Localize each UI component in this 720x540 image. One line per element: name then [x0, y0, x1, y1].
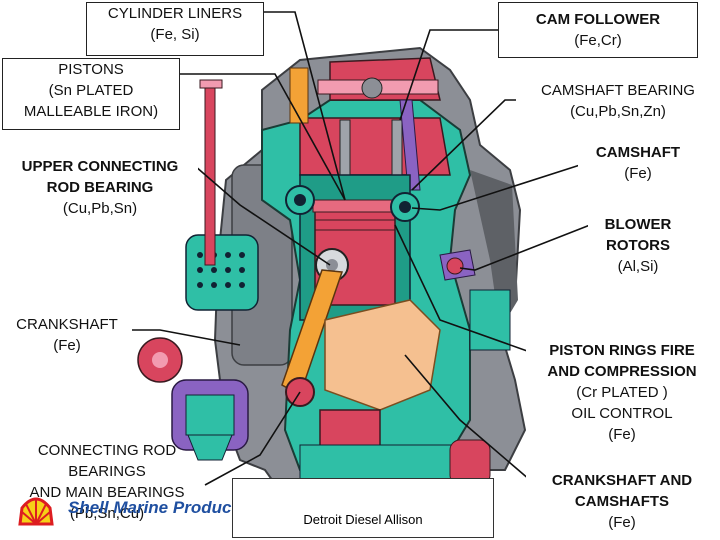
- crank-counterweight: [324, 299, 441, 411]
- leader-lines: [130, 11, 591, 486]
- leader-camshaft-bearing: [411, 99, 518, 191]
- label-pistons-material-1: (Sn PLATED: [48, 82, 134, 99]
- governor-housing: [185, 234, 259, 311]
- label-crankshaft-material: (Fe): [53, 337, 81, 354]
- label-blower-rotors: BLOWER ROTORS (Al,Si): [588, 214, 688, 277]
- label-crankshaft-camshafts: CRANKSHAFT AND CAMSHAFTS (Fe): [526, 470, 718, 533]
- label-piston-rings-title-2: AND COMPRESSION: [547, 363, 697, 380]
- label-camshaft-bearing-material: (Cu,Pb,Sn,Zn): [570, 103, 666, 120]
- leader-camshaft: [411, 164, 581, 211]
- label-crankshaft: CRANKSHAFT (Fe): [2, 314, 132, 356]
- label-camshaft: CAMSHAFT (Fe): [578, 142, 698, 184]
- label-upper-conrod-title-2: ROD BEARING: [46, 179, 154, 196]
- label-piston-rings-title-1: PISTON RINGS FIRE: [549, 342, 695, 359]
- label-piston-rings-material: (Fe): [608, 426, 636, 443]
- label-camshaft-bearing-title: CAMSHAFT BEARING: [541, 82, 695, 99]
- label-conrod-main-title-2: BEARINGS: [68, 463, 146, 480]
- label-crankshaft-camshafts-title-2: CAMSHAFTS: [574, 493, 670, 510]
- top-injector: [289, 67, 309, 124]
- label-conrod-main-title-3: AND MAIN BEARINGS: [29, 484, 185, 501]
- governor-holes: [197, 252, 245, 288]
- pushrod: [399, 99, 421, 191]
- label-piston-rings: PISTON RINGS FIRE AND COMPRESSION (Cr PL…: [526, 340, 718, 445]
- leader-crankshaft: [130, 329, 241, 346]
- label-conrod-main-title-1: CONNECTING ROD: [37, 442, 177, 459]
- leader-cam-follower: [399, 29, 498, 121]
- leader-conrod-main: [204, 391, 301, 486]
- label-crankshaft-camshafts-material: (Fe): [608, 514, 636, 531]
- label-conrod-main-bearings: CONNECTING ROD BEARINGS AND MAIN BEARING…: [2, 440, 212, 524]
- label-crankshaft-title: CRANKSHAFT: [16, 316, 118, 333]
- blower-rotor-red: [446, 257, 464, 275]
- wrist-pin-core: [326, 259, 338, 271]
- label-pistons-title: PISTONS: [58, 61, 124, 78]
- leader-piston-rings: [394, 224, 531, 353]
- label-crankshaft-camshafts-title-1: CRANKSHAFT AND: [551, 472, 693, 489]
- leader-upper-conrod: [194, 165, 331, 266]
- label-cam-follower: CAM FOLLOWER (Fe,Cr): [498, 2, 698, 58]
- main-bearing-cap: [319, 409, 381, 451]
- label-camshaft-material: (Fe): [624, 165, 652, 182]
- pulley-hub: [152, 352, 168, 368]
- fuel-pump-funnel: [187, 434, 233, 461]
- label-upper-conrod-title-1: UPPER CONNECTING: [21, 158, 179, 175]
- label-blower-rotors-material: (Al,Si): [617, 258, 659, 275]
- camshaft-right-core: [399, 201, 411, 213]
- camshaft-left-core: [294, 194, 306, 206]
- caption-text: Detroit Diesel Allison: [303, 512, 423, 527]
- caption-box: Detroit Diesel Allison: [232, 478, 494, 538]
- label-cam-follower-material: (Fe,Cr): [574, 32, 622, 49]
- oil-pan: [299, 444, 461, 481]
- label-conrod-main-material: (Pb,Sn,Cu): [69, 505, 145, 522]
- label-piston-rings-line-4: OIL CONTROL: [571, 405, 673, 422]
- piston-crown: [312, 199, 398, 213]
- label-cylinder-liners-material: (Fe, Si): [150, 26, 200, 43]
- label-cylinder-liners-title: CYLINDER LINERS: [107, 5, 243, 22]
- label-cam-follower-title: CAM FOLLOWER: [535, 11, 661, 28]
- left-rod-cap: [199, 79, 223, 89]
- label-cylinder-liners: CYLINDER LINERS (Fe, Si): [86, 2, 264, 56]
- shell-marine-logo: Shell Marine Products: [16, 494, 256, 528]
- label-pistons: PISTONS (Sn PLATED MALLEABLE IRON): [2, 58, 180, 130]
- label-pistons-material-2: MALLEABLE IRON): [23, 103, 159, 120]
- leader-pistons: [178, 73, 346, 201]
- label-camshaft-title: CAMSHAFT: [595, 144, 681, 161]
- rocker-pivot: [361, 77, 383, 99]
- leader-cylinder-liners: [263, 11, 346, 201]
- shell-logo-text: Shell Marine Products: [68, 498, 247, 517]
- shell-icon: [18, 497, 54, 526]
- fuel-pump-cap: [185, 394, 235, 436]
- label-upper-conrod-material: (Cu,Pb,Sn): [62, 200, 138, 217]
- leader-crankshaft-camshafts: [404, 354, 531, 481]
- leader-blower-rotors: [459, 224, 591, 271]
- label-piston-rings-line-3: (Cr PLATED ): [576, 384, 668, 401]
- label-blower-rotors-title-1: BLOWER: [604, 216, 672, 233]
- label-blower-rotors-title-2: ROTORS: [606, 237, 670, 254]
- label-upper-conrod-bearing: UPPER CONNECTING ROD BEARING (Cu,Pb,Sn): [2, 156, 198, 219]
- cylinder-head: [299, 117, 451, 176]
- right-accessory: [469, 289, 511, 351]
- label-camshaft-bearing: CAMSHAFT BEARING (Cu,Pb,Sn,Zn): [516, 80, 720, 122]
